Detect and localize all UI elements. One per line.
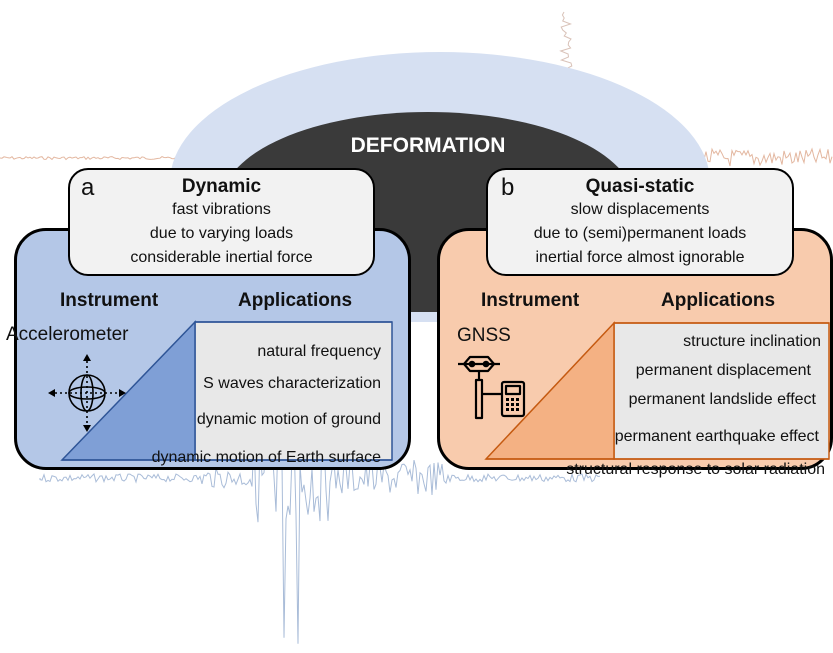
- panel-a-line: considerable inertial force: [130, 249, 313, 266]
- panel-b-application: permanent displacement: [635, 362, 811, 379]
- panel-b-applications-box: [613, 322, 830, 460]
- panel-b-title: Quasi-static: [585, 176, 695, 197]
- accelerometer-icon: [48, 354, 126, 432]
- deformation-title: DEFORMATION: [350, 134, 506, 157]
- gnss-receiver-icon: [458, 355, 526, 420]
- panel-a-title: Dynamic: [181, 176, 262, 197]
- panel-b-application: permanent landslide effect: [628, 391, 816, 408]
- panel-b-line: due to (semi)permanent loads: [533, 225, 747, 242]
- panel-a-application: dynamic motion of ground: [196, 411, 381, 428]
- panel-b-header: Quasi-static slow displacements due to (…: [486, 168, 794, 276]
- panel-b-application: permanent earthquake effect: [614, 428, 819, 445]
- panel-b-letter: b: [501, 174, 515, 201]
- panel-a-applications-header: Applications: [238, 290, 353, 311]
- panel-a-letter: a: [81, 174, 95, 201]
- panel-a-line: due to varying loads: [149, 225, 294, 242]
- panel-a-header: Dynamic fast vibrations due to varying l…: [68, 168, 375, 276]
- panel-b-instrument-header: Instrument: [481, 290, 580, 311]
- panel-a-application: natural frequency: [257, 343, 381, 360]
- panel-b-line: slow displacements: [570, 201, 710, 218]
- panel-b-instrument-name: GNSS: [457, 325, 511, 346]
- panel-a-line: fast vibrations: [172, 201, 271, 218]
- panel-a-instrument-header: Instrument: [60, 290, 159, 311]
- panel-a-application: dynamic motion of Earth surface: [151, 449, 381, 466]
- panel-a-applications-shape: [60, 320, 393, 461]
- panel-b-applications-header: Applications: [661, 290, 776, 311]
- panel-a-application: S waves characterization: [203, 375, 381, 392]
- panel-b-application: structure inclination: [683, 333, 821, 350]
- panel-b-application: structural response to solar radiation: [566, 461, 825, 478]
- panel-b-applications-shape: [484, 321, 830, 460]
- panel-a-instrument-name: Accelerometer: [6, 324, 129, 345]
- panel-b-line: inertial force almost ignorable: [535, 249, 745, 266]
- seismogram-trace-lower: [39, 433, 601, 644]
